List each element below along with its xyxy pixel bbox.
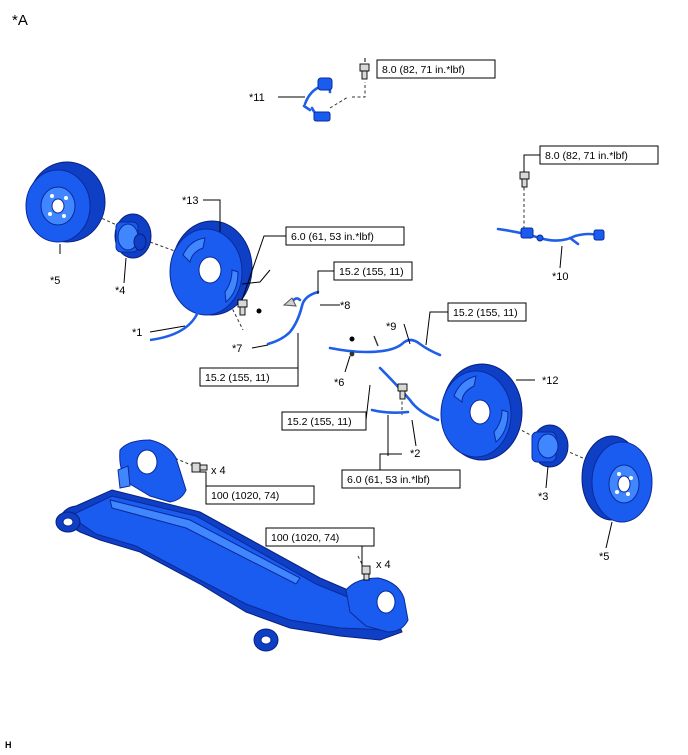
svg-text:8.0 (82, 71 in.*lbf): 8.0 (82, 71 in.*lbf): [382, 64, 465, 76]
brake-drum-right: [581, 435, 653, 523]
torque-box-beam-right: 100 (1020, 74): [265, 527, 375, 547]
torque-box-8: 15.2 (155, 11): [333, 261, 413, 281]
callout-10: *10: [552, 271, 569, 283]
quantity-beam-right: x 4: [376, 559, 391, 571]
callout-12: *12: [542, 375, 559, 387]
svg-text:100 (1020, 74): 100 (1020, 74): [211, 490, 279, 502]
torque-box-7: 15.2 (155, 11): [199, 367, 299, 387]
backing-plate-left: [149, 220, 253, 342]
speed-sensor-11: [302, 77, 333, 122]
quantity-beam-left: x 4: [211, 465, 226, 477]
backing-plate-right: [440, 363, 523, 461]
callout-5-left: *5: [50, 275, 60, 287]
svg-text:6.0 (61, 53 in.*lbf): 6.0 (61, 53 in.*lbf): [291, 231, 374, 243]
svg-text:15.2 (155, 11): 15.2 (155, 11): [453, 307, 518, 319]
leader-lines: [59, 58, 613, 566]
callout-8: *8: [340, 300, 350, 312]
svg-text:100 (1020, 74): 100 (1020, 74): [271, 532, 339, 544]
svg-text:15.2 (155, 11): 15.2 (155, 11): [287, 416, 352, 428]
bolt-left-plate: [237, 299, 248, 316]
bolt-10: [519, 171, 530, 188]
axle-hub-left: [114, 213, 152, 259]
callout-5-right: *5: [599, 551, 609, 563]
bolt-beam-right: [361, 565, 371, 581]
callout-9: *9: [386, 321, 396, 333]
svg-text:15.2 (155, 11): 15.2 (155, 11): [339, 266, 404, 278]
figure-title: *A: [12, 12, 28, 29]
callout-7: *7: [232, 343, 242, 355]
callout-11: *11: [249, 92, 265, 104]
torque-box-right-plate-bolt: 6.0 (61, 53 in.*lbf): [341, 469, 461, 489]
torque-box-left-plate-bolt: 6.0 (61, 53 in.*lbf): [285, 226, 405, 246]
callout-3: *3: [538, 491, 548, 503]
bolt-11: [359, 63, 370, 80]
rear-axle-beam: [55, 439, 409, 652]
callout-4: *4: [115, 285, 125, 297]
bolt-right-plate: [397, 383, 408, 400]
svg-text:6.0 (61, 53 in.*lbf): 6.0 (61, 53 in.*lbf): [347, 474, 430, 486]
torque-box-11: 8.0 (82, 71 in.*lbf): [376, 59, 496, 79]
fitting-7: [256, 308, 262, 314]
figure-code: H: [5, 740, 12, 750]
brake-drum-left: [25, 161, 106, 243]
svg-text:8.0 (82, 71 in.*lbf): 8.0 (82, 71 in.*lbf): [545, 150, 628, 162]
fitting-9: [349, 335, 379, 347]
torque-box-9: 15.2 (155, 11): [447, 302, 527, 322]
svg-text:15.2 (155, 11): 15.2 (155, 11): [205, 372, 270, 384]
callout-13: *13: [182, 195, 199, 207]
axle-hub-right: [531, 424, 569, 468]
callout-1: *1: [132, 327, 142, 339]
bolt-beam-left: [191, 462, 208, 473]
torque-box-10: 8.0 (82, 71 in.*lbf): [539, 145, 659, 165]
wire-harness-10: [496, 227, 605, 246]
torque-box-beam-left: 100 (1020, 74): [205, 485, 315, 505]
callout-6: *6: [334, 377, 344, 389]
callout-2: *2: [410, 448, 420, 460]
torque-box-6: 15.2 (155, 11): [281, 411, 367, 431]
brake-tube-left: [266, 290, 320, 346]
brake-tube-right: [328, 338, 442, 422]
